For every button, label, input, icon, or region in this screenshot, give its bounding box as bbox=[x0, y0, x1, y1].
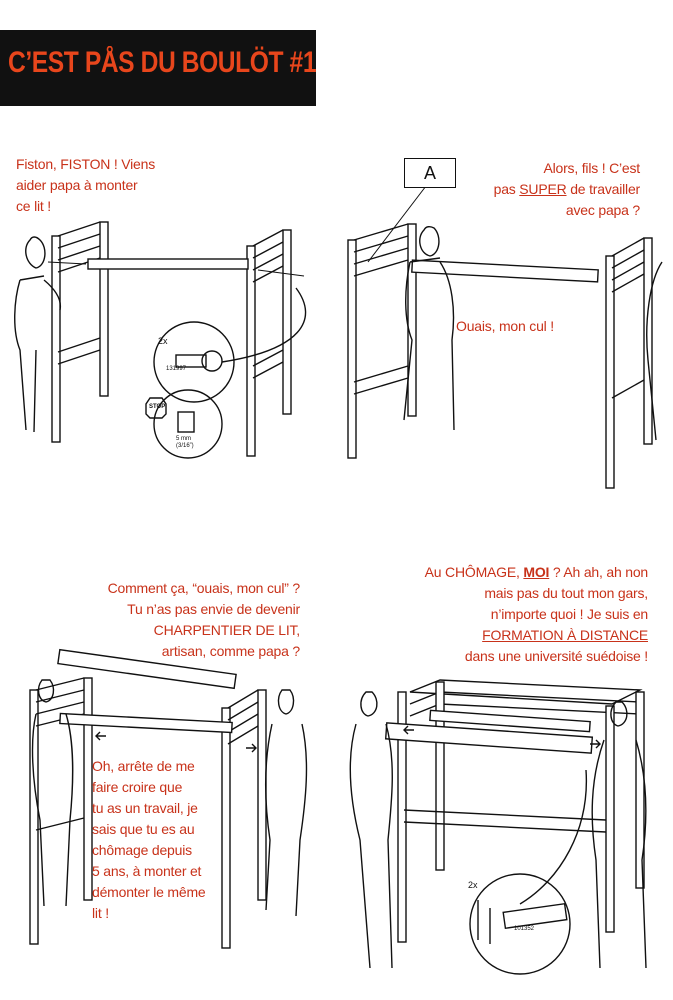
panel4-drawing bbox=[349, 679, 647, 975]
panel1-part-number: 131997 bbox=[166, 366, 187, 372]
panel1-speech: Fiston, FISTON ! Viens aider papa à mont… bbox=[16, 156, 156, 214]
panel4-quantity-label: 2x bbox=[468, 880, 478, 890]
emphasis-super: SUPER bbox=[519, 181, 567, 197]
stop-icon-label: STOP bbox=[149, 404, 166, 410]
panel2-drawing bbox=[347, 185, 663, 489]
panel4-part-number: 101352 bbox=[514, 926, 535, 932]
part-callout-label: A bbox=[404, 158, 456, 188]
panel2-reply: Ouais, mon cul ! bbox=[456, 318, 554, 334]
title-banner bbox=[0, 30, 316, 106]
panel3-reply: Oh, arrête de me faire croire que tu as … bbox=[92, 758, 206, 921]
panel1-drawing bbox=[14, 221, 307, 459]
panel2-speech: Alors, fils ! C’est pas SUPER de travail… bbox=[493, 160, 641, 218]
panel1-quantity-label: 2x bbox=[158, 336, 168, 346]
emphasis-formation: FORMATION À DISTANCE bbox=[482, 627, 648, 643]
panel1-size-label: 5 mm (3/16”) bbox=[176, 436, 194, 449]
page-title: C’EST PÅS DU BOULÖT #1 bbox=[8, 46, 317, 79]
emphasis-moi: MOI bbox=[523, 564, 550, 580]
panel4-speech: Au CHÔMAGE, MOI ? Ah ah, ah non mais pas… bbox=[414, 562, 649, 667]
panel3-speech: Comment ça, “ouais, mon cul” ? Tu n’as p… bbox=[107, 580, 301, 659]
panel3-drawing bbox=[29, 648, 308, 949]
